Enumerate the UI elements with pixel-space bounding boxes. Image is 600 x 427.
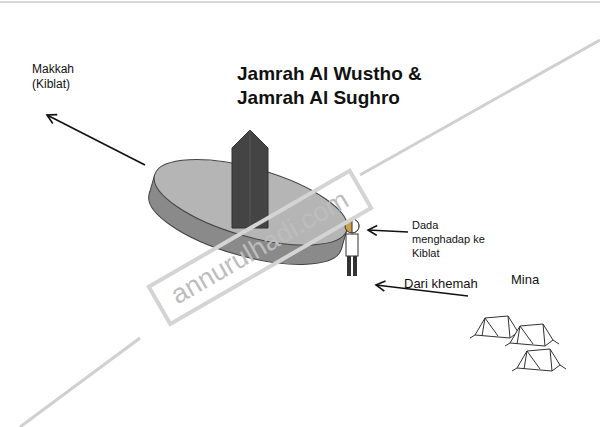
path-label: Dari khemah	[404, 276, 478, 291]
frame-line	[20, 338, 140, 427]
frame-line	[0, 1, 600, 3]
jamrah-pillar	[232, 130, 268, 228]
diagram-title: Jamrah Al Wustho & Jamrah Al Sughro	[237, 62, 477, 110]
qibla-arrow	[47, 115, 145, 165]
callout-label: Dada menghadap ke Kiblat	[412, 218, 492, 260]
chest-pointer	[368, 230, 408, 232]
direction-label: Makkah (Kiblat)	[32, 62, 94, 92]
place-label: Mina	[511, 272, 539, 287]
tents	[470, 316, 566, 371]
pilgrim-figure	[345, 219, 359, 276]
